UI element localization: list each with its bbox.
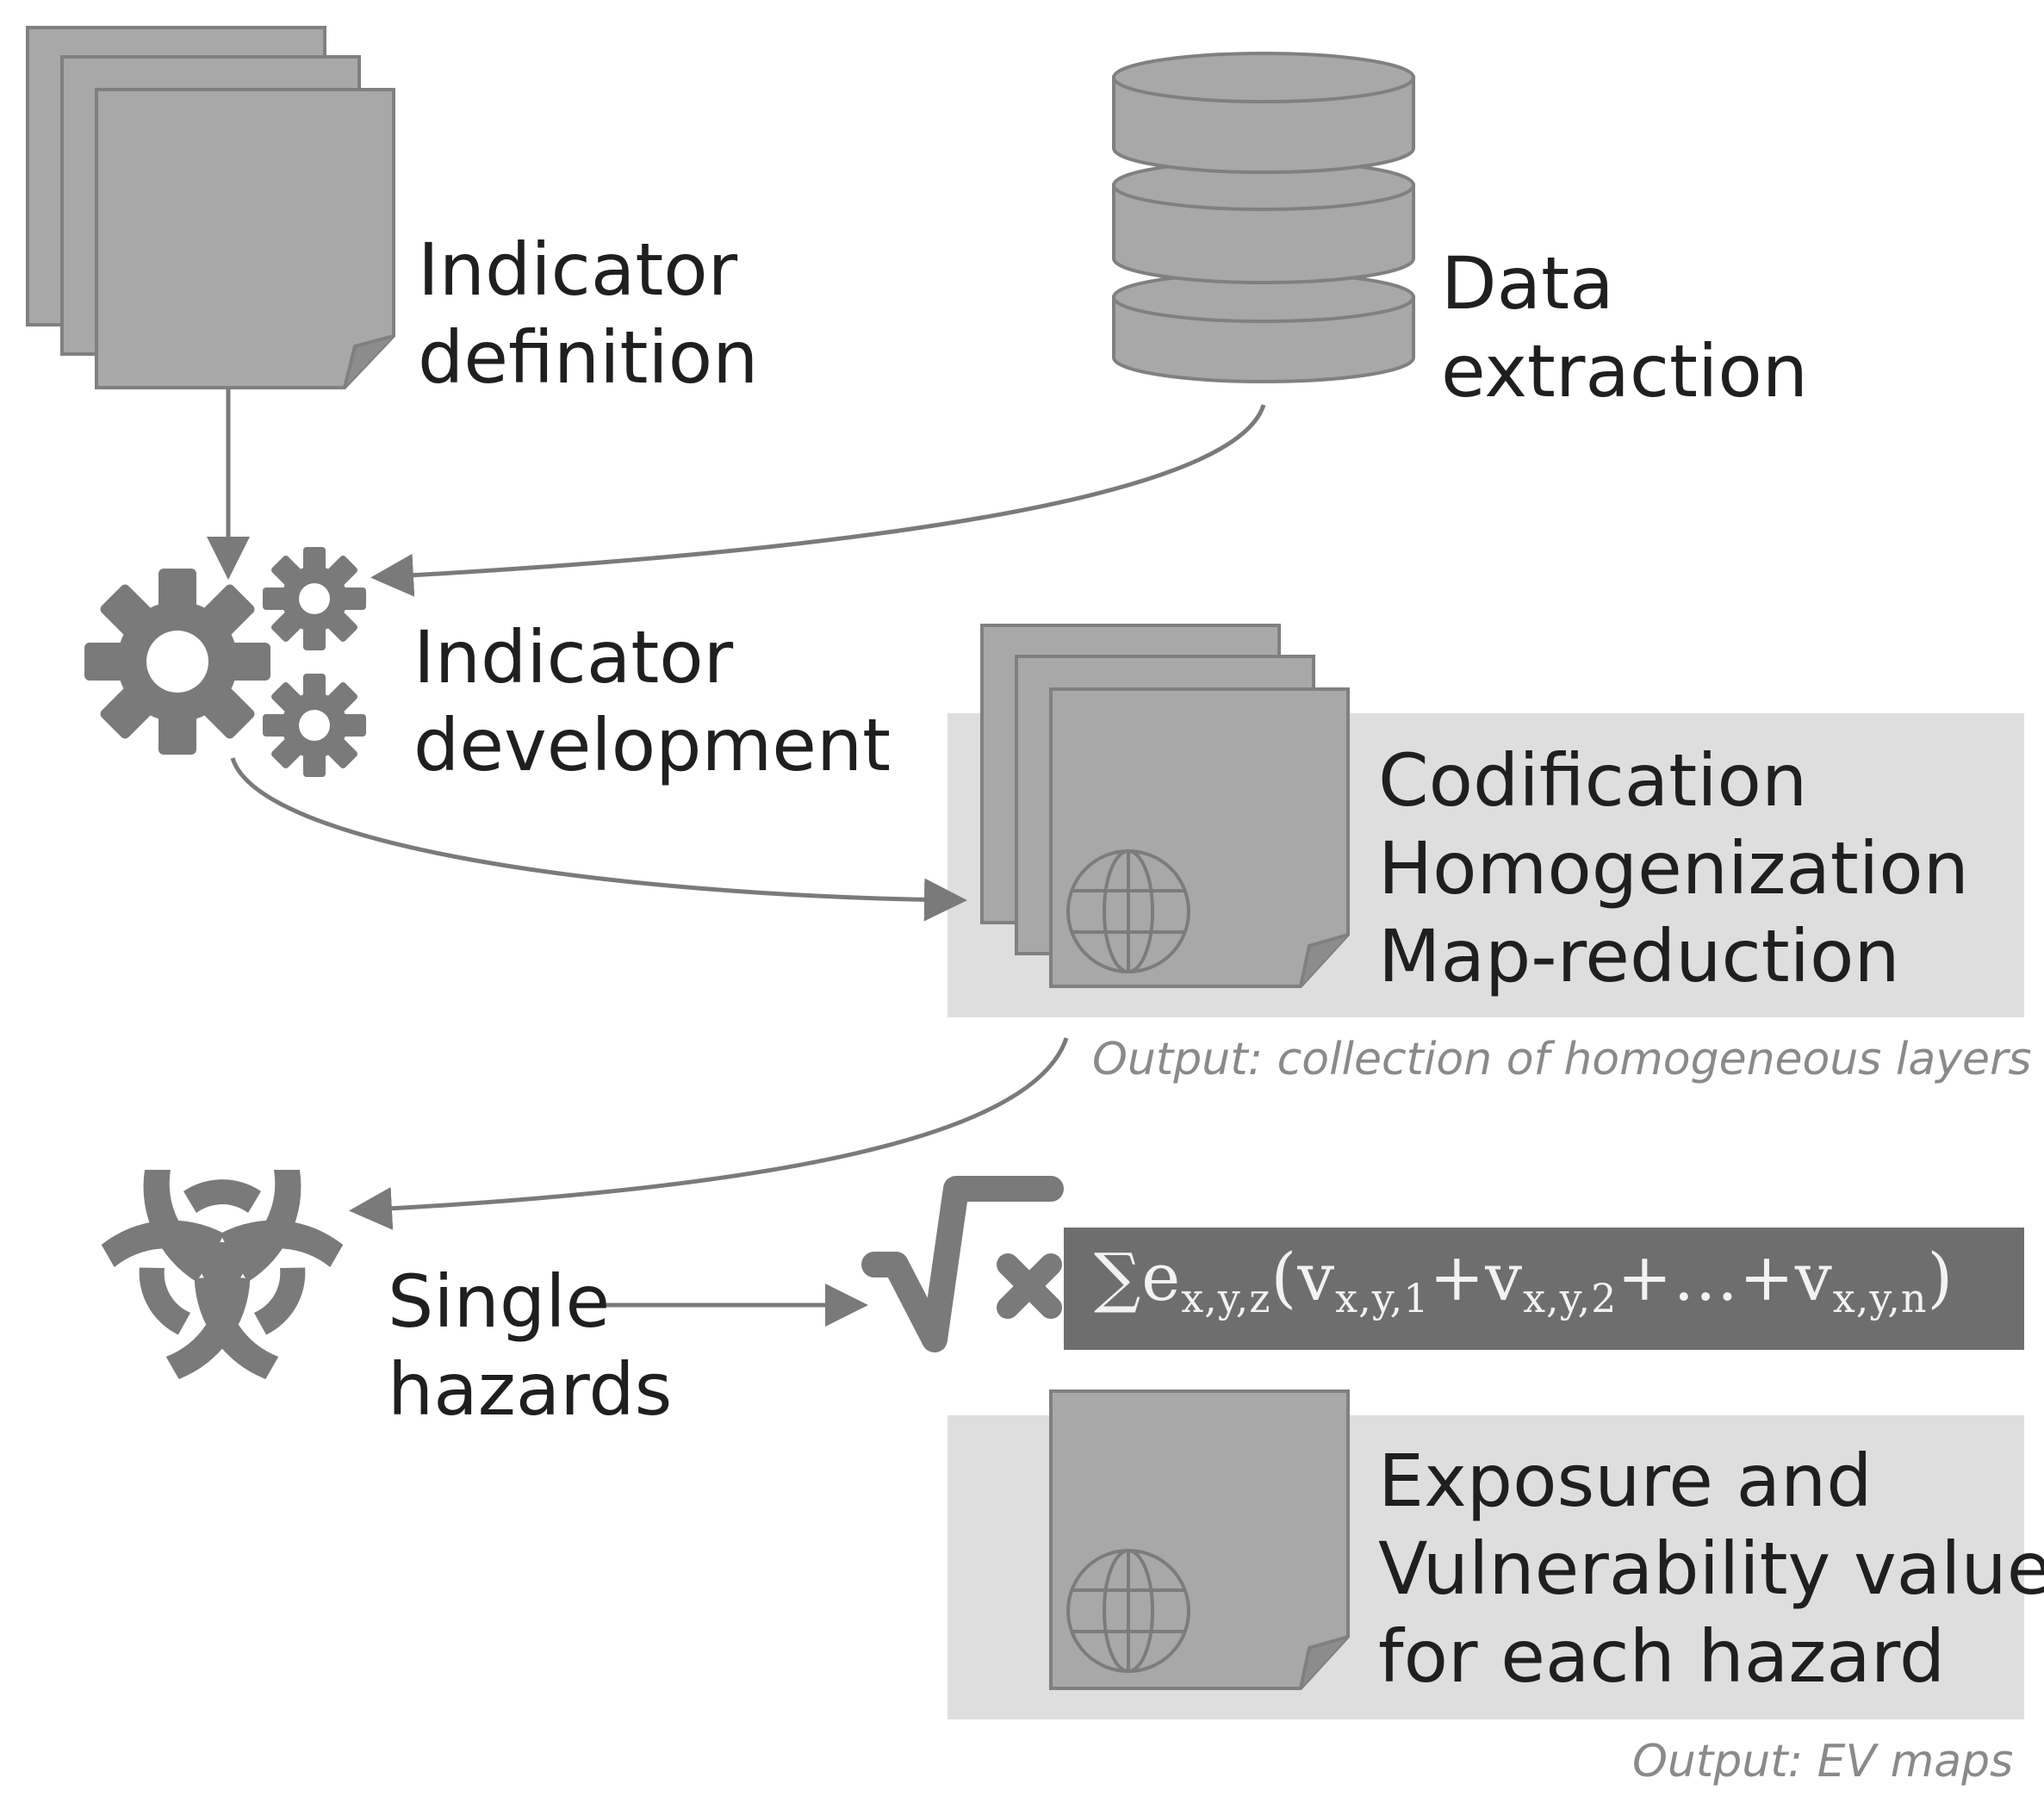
formula-sub: x,y,2 [1523,1275,1618,1321]
label-processing: Codification Homogenization Map-reductio… [1378,738,1969,998]
formula-text: ∑ex,y,z(vx,y,1+vx,y,2+…+vx,y,n) [1094,1239,1954,1321]
database-icon [1112,52,1415,383]
formula-part: +…+v [1617,1239,1833,1315]
formula-part: +v [1429,1239,1524,1315]
globe-icon [1066,849,1190,973]
label-single-hazards: Single hazards [388,1259,673,1432]
formula-bar [1064,1228,2024,1350]
arrow-processing-to-hazards [349,1037,1069,1230]
label-indicator-development: Indicator development [413,615,892,787]
label-indicator-definition: Indicator definition [418,227,759,400]
arrow-development-to-processing [230,757,967,922]
formula-sub: x,y,z [1181,1275,1271,1321]
formula-sub: x,y,1 [1335,1275,1430,1321]
formula-sum: ∑e [1094,1239,1182,1315]
label-ev-values: Exposure and Vulnerability values for ea… [1378,1439,2044,1699]
document-stack-icon [26,26,395,389]
note-output-layers: Output: collection of homogeneous layers [1092,1034,2032,1085]
biohazard-icon [101,1170,344,1379]
map-document-stack-icon [980,624,1350,988]
formula-part: ) [1927,1239,1954,1315]
note-output-ev-maps: Output: EV maps [1632,1736,2014,1787]
arrow-extraction-to-development [370,404,1266,597]
map-document-icon [1049,1389,1350,1690]
globe-icon [1066,1549,1190,1673]
formula-part: (v [1271,1239,1336,1315]
gears-icon [84,547,366,777]
label-data-extraction: Data extraction [1441,241,1808,413]
sqrt-times-icon [861,1176,1064,1352]
formula-sub: x,y,n [1832,1275,1928,1321]
